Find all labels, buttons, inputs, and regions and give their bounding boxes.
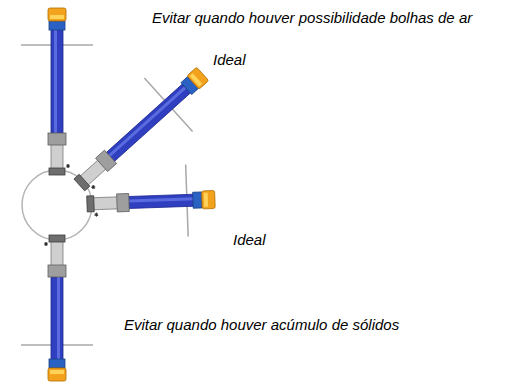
thread-nut [49,235,65,242]
mark [91,186,95,188]
hex-nut [117,193,130,211]
head-cap [202,190,216,208]
head-highlight [50,15,64,19]
position-note: Evitar quando houver possibilidade bolha… [152,9,472,27]
head-highlight [190,73,202,86]
mark [92,186,95,189]
hex-nut [48,133,66,145]
fitting [51,241,63,267]
tube-highlight [108,85,187,157]
head-base [49,21,65,30]
sensor-probe [21,8,93,175]
mark [95,214,99,216]
hex-nut [96,150,117,171]
tube-highlight [54,28,57,133]
sensor-probe [86,164,216,240]
tube-highlight [129,197,195,202]
probe-tube [51,28,63,133]
head-cap [48,8,66,21]
hex-nut [48,265,66,277]
thread-nut [74,174,90,191]
mark [95,214,98,216]
mark [67,164,69,167]
probe-tube [129,194,195,208]
head-cap [187,67,209,89]
head-highlight [50,370,64,374]
mark [45,242,47,245]
thread-nut [87,196,95,212]
tube-highlight [57,277,60,361]
probe-tube [106,83,191,162]
mark [67,164,69,167]
fitting [93,197,119,210]
position-note: Ideal [213,51,246,69]
thread-nut [49,168,65,175]
head-base [49,359,65,368]
pipe-section [22,170,92,240]
head-highlight [204,193,208,207]
mark [45,242,47,245]
head-base [193,192,203,208]
head-cap [48,368,66,381]
position-note: Ideal [233,231,266,249]
position-note: Evitar quando houver acúmulo de sólidos [124,316,399,334]
probe-tube [51,277,63,361]
sensor-probe [55,47,227,212]
fitting [51,143,63,169]
sensor-probe [21,235,93,381]
